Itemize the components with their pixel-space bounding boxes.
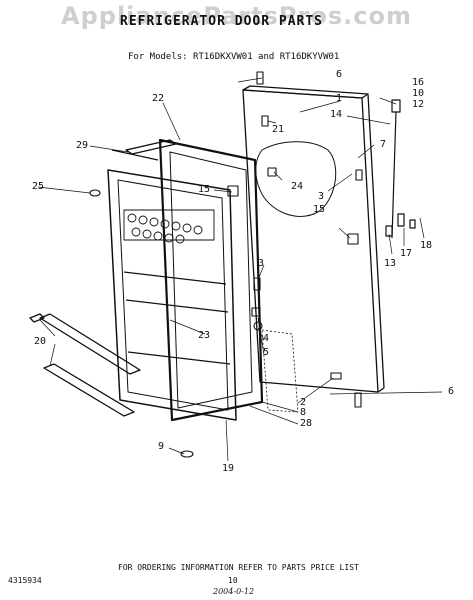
callout-16: 16	[412, 77, 425, 88]
inner-door-liner-rim	[117, 179, 229, 411]
model-subtitle: For Models: RT16DKXVW01 and RT16DKYVW01	[128, 52, 340, 62]
callout-12: 12	[412, 99, 425, 110]
callout-18: 18	[420, 240, 433, 251]
inner-door-liner	[107, 169, 237, 421]
page-number: 10	[228, 576, 238, 585]
callout-3-upper: 3	[318, 191, 325, 202]
watermark: AppliancePartsPros.com	[61, 2, 412, 30]
callout-13: 13	[384, 258, 397, 269]
callout-23: 23	[198, 330, 211, 341]
hinge-assembly	[385, 99, 416, 239]
callout-21: 21	[272, 124, 285, 135]
callout-25: 25	[32, 181, 45, 192]
door-gasket-inner	[169, 151, 253, 409]
callout-29: 29	[76, 140, 89, 151]
callout-19: 19	[222, 463, 235, 474]
callout-28: 28	[300, 418, 313, 429]
callout-7: 7	[380, 139, 387, 150]
callout-17: 17	[400, 248, 413, 259]
callout-15-left: 15	[198, 184, 211, 195]
door-shelf-bar-upper	[39, 313, 141, 375]
callout-22: 22	[152, 93, 165, 104]
callout-15-right: 15	[313, 204, 326, 215]
callout-24: 24	[291, 181, 304, 192]
top-trim-strip	[125, 139, 177, 155]
callout-20: 20	[34, 336, 47, 347]
callout-6-bottom: 6	[448, 386, 455, 397]
document-number: 4315934	[8, 576, 42, 585]
callout-4: 4	[263, 333, 270, 344]
handwritten-date: 2004-0-12	[213, 587, 255, 596]
callout-10: 10	[412, 88, 425, 99]
outer-door-panel-edge	[242, 85, 369, 99]
callout-9: 9	[158, 441, 165, 452]
ordering-info: FOR ORDERING INFORMATION REFER TO PARTS …	[118, 563, 359, 572]
door-shelf-rail-upper	[29, 313, 45, 323]
callout-6-top: 6	[336, 69, 343, 80]
diagram-title: REFRIGERATOR DOOR PARTS	[120, 14, 324, 29]
egg-tray	[123, 209, 215, 244]
door-shelf-bar-lower	[43, 363, 135, 417]
small-fasteners	[89, 71, 363, 458]
callout-2: 2	[300, 397, 307, 408]
insulation-patch	[255, 141, 337, 217]
callout-3-lower: 3	[258, 258, 265, 269]
callout-8: 8	[300, 407, 307, 418]
callout-1: 1	[336, 93, 343, 104]
callout-14: 14	[330, 109, 343, 120]
callout-5: 5	[263, 347, 270, 358]
